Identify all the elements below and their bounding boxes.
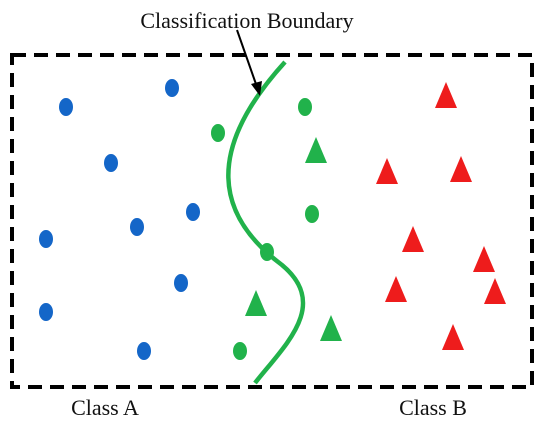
boundary-triangle-point (245, 290, 267, 316)
boundary-circle-point (260, 243, 274, 261)
class-b-point (484, 278, 506, 304)
boundary-circle-point (298, 98, 312, 116)
class-a-point (39, 303, 53, 321)
boundary-circle-point (211, 124, 225, 142)
class-a-point (39, 230, 53, 248)
classification-boundary-curve (226, 60, 306, 385)
boundary-triangle-points (245, 137, 342, 341)
boundary-triangle-point (320, 315, 342, 341)
class-a-point (104, 154, 118, 172)
class-b-point (442, 324, 464, 350)
class-b-point (385, 276, 407, 302)
class-b-point (450, 156, 472, 182)
class-b-point (435, 82, 457, 108)
class-b-point (376, 158, 398, 184)
dashed-frame (10, 53, 534, 389)
class-a-points (39, 79, 200, 360)
annotation-label: Classification Boundary (140, 8, 353, 33)
boundary-triangle-point (305, 137, 327, 163)
class-b-point (473, 246, 495, 272)
boundary-circle-points (211, 98, 319, 360)
boundary-circle-point (305, 205, 319, 223)
class-b-point (402, 226, 424, 252)
class-a-point (137, 342, 151, 360)
boundary-circle-point (233, 342, 247, 360)
class-a-point (186, 203, 200, 221)
class-a-point (174, 274, 188, 292)
class-a-point (165, 79, 179, 97)
class-a-point (130, 218, 144, 236)
class-b-label: Class B (399, 395, 467, 420)
class-a-point (59, 98, 73, 116)
class-a-label: Class A (71, 395, 139, 420)
class-b-points (376, 82, 506, 350)
annotation-arrow (236, 29, 262, 96)
